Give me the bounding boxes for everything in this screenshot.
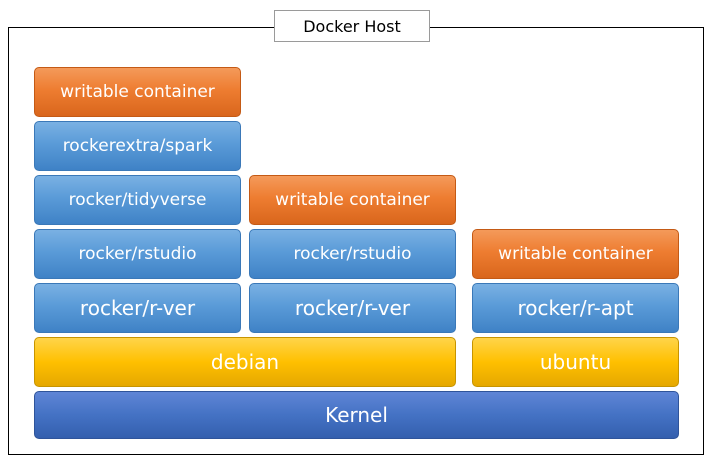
left-rockerextra-spark: rockerextra/spark [34, 121, 241, 171]
docker-host-label: Docker Host [274, 10, 430, 42]
middle-writable-container: writable container [249, 175, 456, 225]
left-rocker-tidyverse: rocker/tidyverse [34, 175, 241, 225]
left-rocker-rstudio: rocker/rstudio [34, 229, 241, 279]
left-writable-container: writable container [34, 67, 241, 117]
debian-base: debian [34, 337, 456, 387]
kernel-layer: Kernel [34, 391, 679, 439]
middle-rocker-r-ver: rocker/r-ver [249, 283, 456, 333]
right-rocker-r-apt: rocker/r-apt [472, 283, 679, 333]
middle-rocker-rstudio: rocker/rstudio [249, 229, 456, 279]
left-rocker-r-ver: rocker/r-ver [34, 283, 241, 333]
ubuntu-base: ubuntu [472, 337, 679, 387]
right-writable-container: writable container [472, 229, 679, 279]
